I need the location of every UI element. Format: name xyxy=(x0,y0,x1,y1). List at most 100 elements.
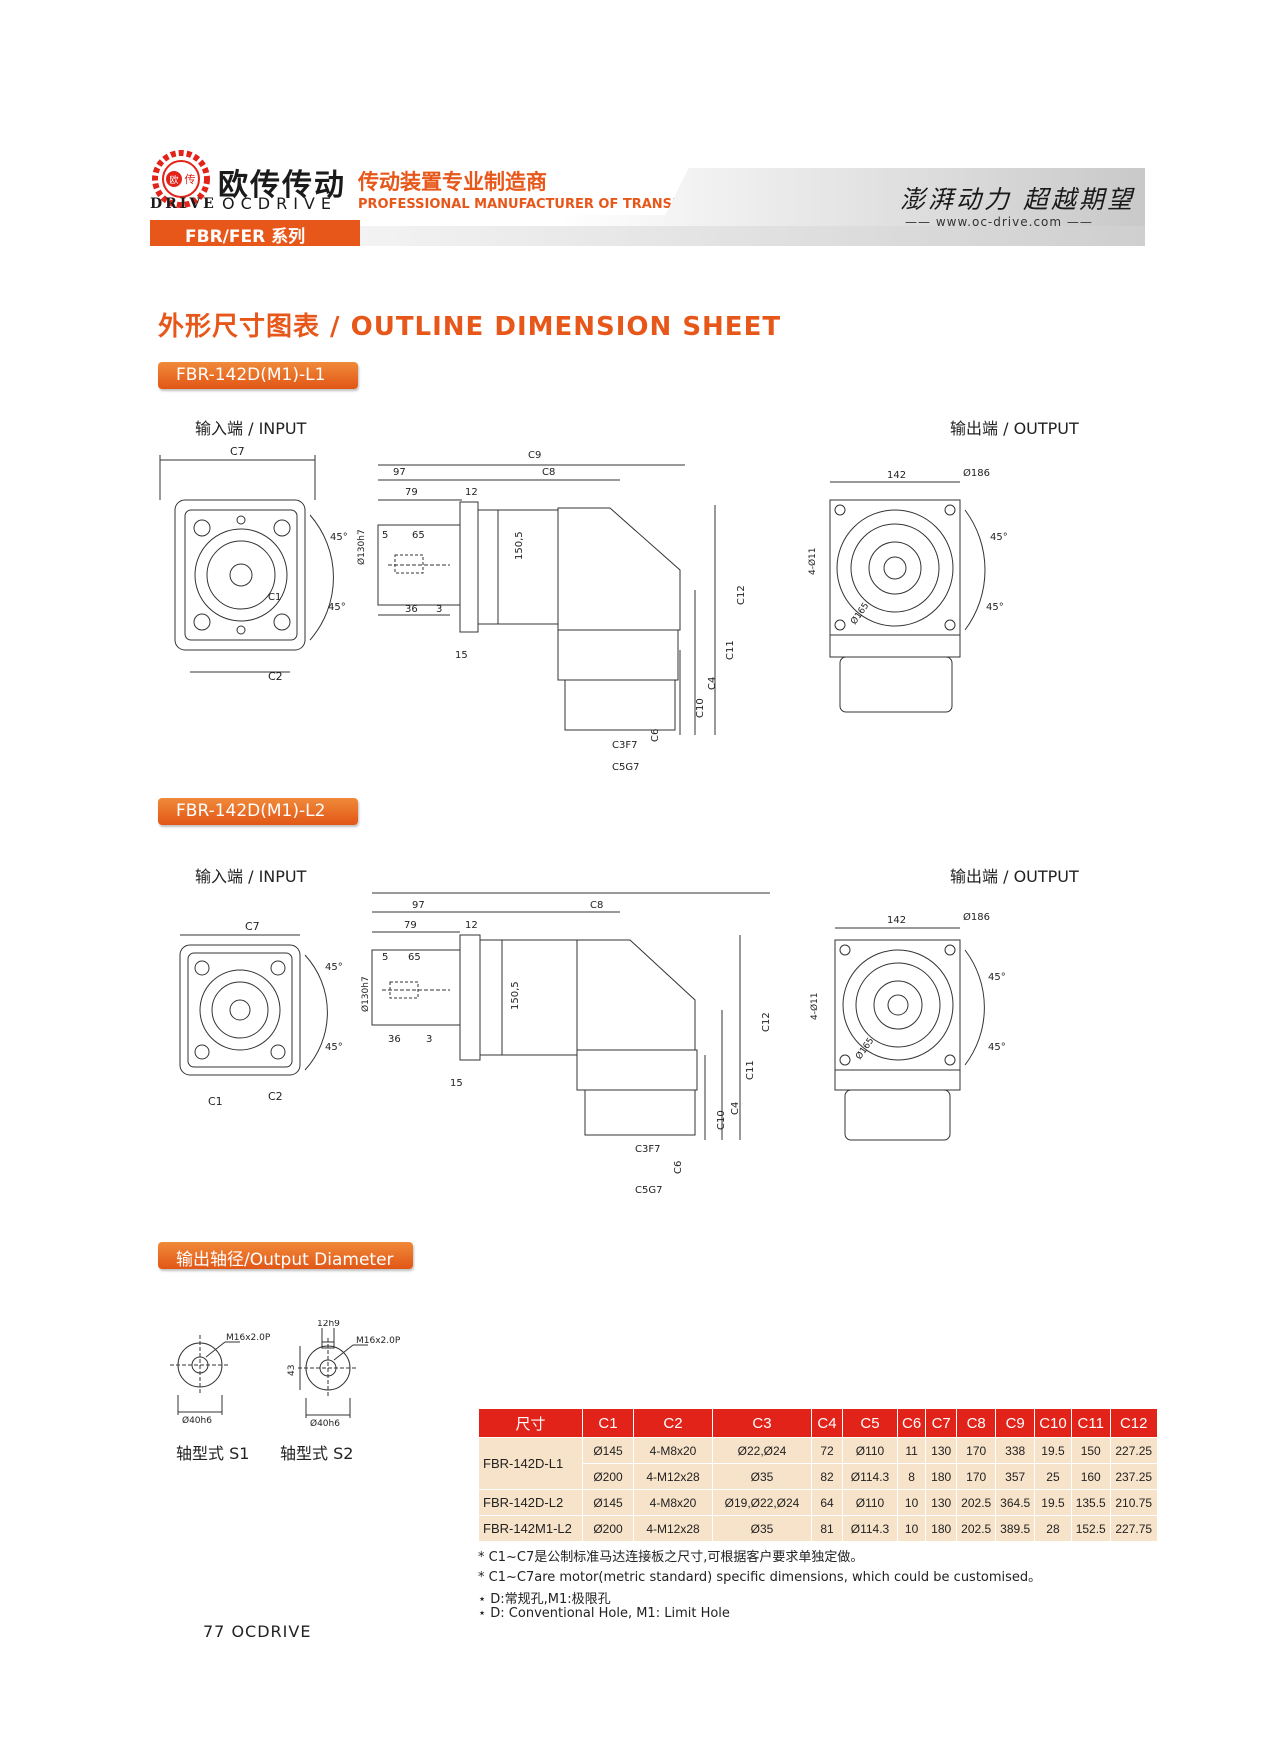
table-cell: 130 xyxy=(925,1437,958,1464)
table-row: FBR-142M1-L2 Ø200 4-M12x28 Ø35 81 Ø114.3… xyxy=(478,1515,1158,1542)
s1-thread: M16x2.0P xyxy=(226,1333,271,1343)
table-cell: Ø114.3 xyxy=(842,1463,898,1490)
input-label-l2: 输入端 / INPUT xyxy=(195,867,307,886)
table-header-cell: C4 xyxy=(811,1408,843,1438)
table-cell: 389.5 xyxy=(995,1515,1036,1542)
dim-c1-l2: C1 xyxy=(208,1095,223,1108)
model-label-l2: FBR-142D(M1)-L2 xyxy=(176,801,326,821)
page-title: 外形尺寸图表 / OUTLINE DIMENSION SHEET xyxy=(158,312,782,342)
dim-130-l1: Ø130h7 xyxy=(356,529,367,565)
table-header-cell: 尺寸 xyxy=(478,1408,583,1438)
company-logo-gear: 欧 传 xyxy=(152,150,210,208)
shaft-s1: M16x2.0P Ø40h6 xyxy=(170,1333,271,1426)
dim-36-l1: 36 xyxy=(405,604,418,615)
shaft-caption-s1: 轴型式 S1 xyxy=(176,1444,250,1463)
dim-45b-l1: 45° xyxy=(328,602,346,613)
table-cell: 170 xyxy=(956,1437,997,1464)
dim-c7-l2: C7 xyxy=(245,920,260,933)
table-cell: 135.5 xyxy=(1070,1489,1111,1516)
dimension-table: 尺寸 C1 C2 C3 C4 C5 C6 C7 C8 C9 C10 C11 C1… xyxy=(478,1408,1158,1542)
table-cell: Ø145 xyxy=(582,1437,634,1464)
dim-c3-l1: C3F7 xyxy=(612,740,637,751)
drawing-l2: C7 C2 C1 45° 45° C9 C8 97 79 12 5 65 36 … xyxy=(179,890,1006,1196)
table-cell: Ø19,Ø22,Ø24 xyxy=(712,1489,812,1516)
table-cell: 237.25 xyxy=(1109,1463,1158,1490)
side-view-l1: C9 C8 97 79 12 36 3 5 65 15 Ø130h7 150,5… xyxy=(356,450,747,773)
table-cell: 64 xyxy=(811,1489,843,1516)
table-cell: Ø200 xyxy=(582,1463,634,1490)
dim-186-l2: Ø186 xyxy=(963,911,990,923)
note-line-1: * C1~C7是公制标准马达连接板之尺寸,可根据客户要求单独定做。 xyxy=(478,1550,864,1565)
dim-45a-l1: 45° xyxy=(330,532,348,543)
dim-15-l2: 15 xyxy=(450,1078,463,1089)
note-line-3: ⋆ D:常规孔,M1:极限孔 xyxy=(478,1592,611,1607)
shaft-caption-s2: 轴型式 S2 xyxy=(280,1444,354,1463)
table-cell: 180 xyxy=(925,1515,958,1542)
table-cell: 4-M12x28 xyxy=(633,1463,713,1490)
dim-165-l2: Ø165 xyxy=(853,1036,876,1062)
dim-15-l1: 15 xyxy=(455,650,468,661)
dim-c10-l2: C10 xyxy=(716,1110,727,1130)
dim-c2-l1: C2 xyxy=(268,670,283,683)
table-cell: 210.75 xyxy=(1109,1489,1158,1516)
table-cell: 81 xyxy=(811,1515,843,1542)
dim-c12-l1: C12 xyxy=(736,585,747,605)
dim-c10-l1: C10 xyxy=(695,698,706,718)
model-label-l1: FBR-142D(M1)-L1 xyxy=(176,365,326,385)
dim-c11-l1: C11 xyxy=(725,640,736,660)
dim-c1-l1: C1 xyxy=(268,592,281,603)
model-pill-l1: FBR-142D(M1)-L1 xyxy=(158,362,358,389)
model-pill-l2: FBR-142D(M1)-L2 xyxy=(158,798,358,825)
dim-c8-l2: C8 xyxy=(590,900,603,911)
table-cell: 4-M8x20 xyxy=(633,1489,713,1516)
table-header-cell: C11 xyxy=(1070,1408,1111,1438)
s1-dia: Ø40h6 xyxy=(182,1415,212,1426)
dim-79-l2: 79 xyxy=(404,920,417,931)
table-model-cell: FBR-142D-L2 xyxy=(478,1489,583,1516)
table-cell: 19.5 xyxy=(1034,1437,1072,1464)
table-header-cell: C6 xyxy=(896,1408,927,1438)
s2-thread: M16x2.0P xyxy=(356,1336,401,1346)
s2-key: 12h9 xyxy=(317,1320,340,1329)
table-header-cell: C2 xyxy=(633,1408,713,1438)
table-cell: Ø110 xyxy=(842,1489,898,1516)
table-row: FBR-142D-L1 Ø145 4-M8x20 Ø22,Ø24 72 Ø110… xyxy=(478,1437,1158,1490)
table-cell: 357 xyxy=(995,1463,1036,1490)
table-cell: 338 xyxy=(995,1437,1036,1464)
table-header-cell: C10 xyxy=(1034,1408,1072,1438)
dim-79-l1: 79 xyxy=(405,487,418,498)
drawing-l1: C7 C2 C1 45° 45° C9 C8 97 79 12 36 3 5 6… xyxy=(159,445,1008,773)
dim-c3-l2: C3F7 xyxy=(635,1144,660,1155)
note-line-2: * C1~C7are motor(metric standard) specif… xyxy=(478,1570,1042,1585)
table-cell: 160 xyxy=(1070,1463,1111,1490)
dim-c5-l2: C5G7 xyxy=(635,1185,662,1196)
note-line-4: ⋆ D: Conventional Hole, M1: Limit Hole xyxy=(478,1606,730,1621)
dim-97-l2: 97 xyxy=(412,900,425,911)
table-cell: 8 xyxy=(896,1463,927,1490)
table-cell: 364.5 xyxy=(995,1489,1036,1516)
brand-name-cn: 欧传传动 xyxy=(218,168,346,203)
table-cell: 227.25 xyxy=(1109,1437,1158,1464)
tagline-cn: 传动装置专业制造商 xyxy=(358,170,547,194)
shaft-drawings: M16x2.0P Ø40h6 12h9 43 M16x2.0P Ø40h6 xyxy=(170,1320,401,1429)
dim-c4-l2: C4 xyxy=(730,1102,741,1115)
table-model-cell: FBR-142M1-L2 xyxy=(478,1515,583,1542)
shaft-s2: 12h9 43 M16x2.0P Ø40h6 xyxy=(287,1320,401,1429)
table-cell: Ø35 xyxy=(712,1463,812,1490)
dim-36-l2: 36 xyxy=(388,1034,401,1045)
series-label: FBR/FER 系列 xyxy=(185,227,306,247)
dim-c12-l2: C12 xyxy=(761,1012,772,1032)
table-cell: 82 xyxy=(811,1463,843,1490)
table-header-cell: C1 xyxy=(582,1408,634,1438)
table-cell: 180 xyxy=(925,1463,958,1490)
table-row: Ø200 4-M12x28 Ø35 82 Ø114.3 8 180 170 35… xyxy=(479,1463,1158,1490)
dim-3-l1: 3 xyxy=(436,604,442,615)
table-cell: 170 xyxy=(956,1463,997,1490)
table-cell: 19.5 xyxy=(1034,1489,1072,1516)
table-cell: 4-M12x28 xyxy=(633,1515,713,1542)
output-diameter-heading: 输出轴径/Output Diameter xyxy=(176,1250,394,1270)
dim-c8-l1: C8 xyxy=(542,467,555,478)
table-cell: Ø200 xyxy=(582,1515,634,1542)
dim-65-l1: 65 xyxy=(412,530,425,541)
website: —— www.oc-drive.com —— xyxy=(905,215,1093,229)
